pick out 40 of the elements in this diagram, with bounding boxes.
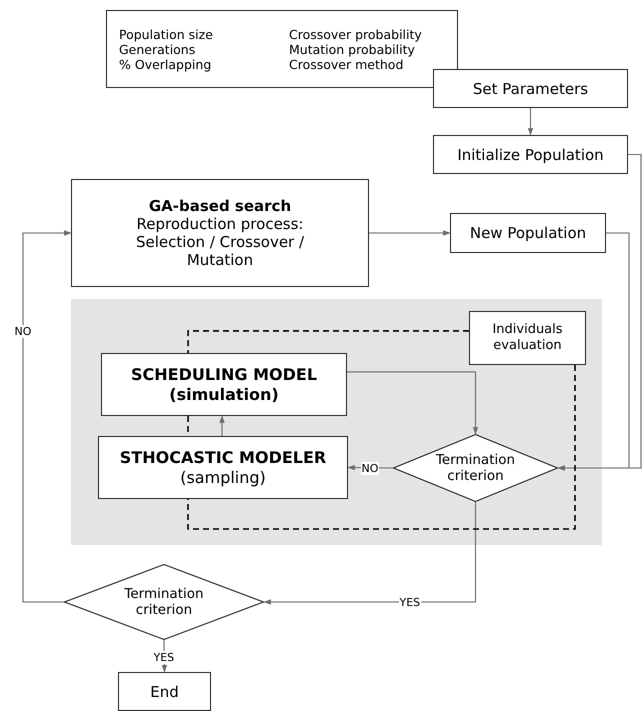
node-text: Reproduction process: Selection / Crossover / Mutation (134, 215, 306, 269)
terminal-box (118, 672, 211, 711)
node-text: Termination criterion (434, 452, 516, 484)
parameter-name: Crossover method (288, 56, 404, 72)
node-text: STHOCASTIC MODELER (118, 448, 328, 468)
node-text: Set Parameters (472, 80, 590, 98)
process-box (101, 353, 347, 416)
arrow (557, 232, 630, 471)
arrow (219, 415, 225, 436)
node-text: End (149, 682, 180, 700)
parameter-name: % Overlapping (118, 56, 212, 72)
parameter-name: Population size (118, 26, 214, 42)
edge-label: YES (152, 650, 176, 664)
dashed-connector (187, 365, 576, 530)
node-text: GA-based search (148, 197, 292, 215)
process-box (469, 311, 586, 365)
dashed-connector (187, 330, 469, 353)
arrow (347, 371, 478, 435)
node-text: Termination criterion (123, 586, 205, 618)
arrow (528, 108, 534, 136)
node-text: Individuals evaluation (491, 322, 564, 354)
parameter-name: Crossover probability (288, 26, 423, 42)
parameter-name: Generations (118, 42, 196, 56)
parameter-name: Mutation probability (288, 42, 415, 56)
arrow (263, 502, 476, 605)
arrow (369, 230, 451, 236)
parameter-list-box (106, 10, 458, 88)
node-text: SCHEDULING MODEL (simulation) (130, 365, 318, 404)
edge-label: YES (398, 596, 422, 608)
node-text: New Population (468, 224, 588, 242)
edge-label: NO (14, 324, 32, 338)
evaluation-panel (71, 299, 602, 545)
process-box (71, 179, 369, 287)
process-box (98, 436, 348, 499)
arrow (22, 230, 72, 603)
process-box (450, 213, 606, 253)
node-text: Initialize Population (456, 146, 605, 164)
process-box (433, 135, 628, 174)
node-text: (sampling) (179, 468, 267, 487)
process-box (433, 69, 628, 108)
